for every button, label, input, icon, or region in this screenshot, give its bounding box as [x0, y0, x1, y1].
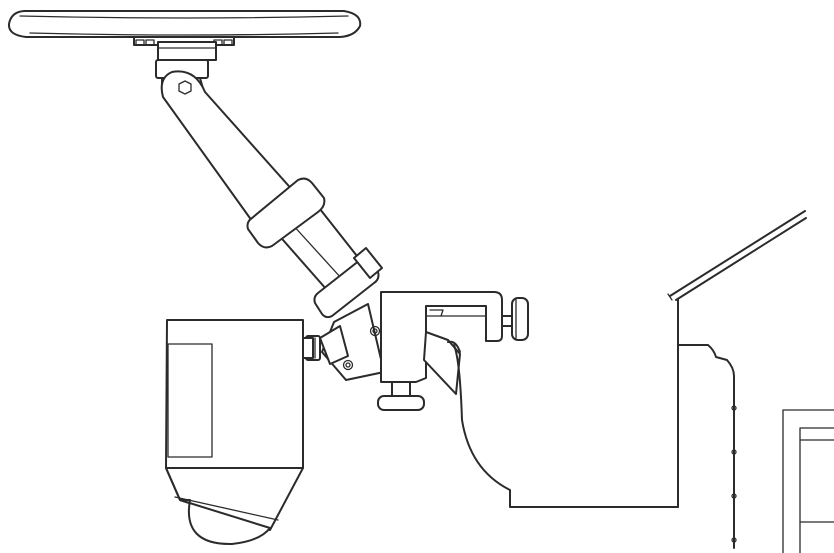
- clamp-screw-icon: [369, 325, 381, 337]
- motor-housing: [165, 319, 314, 546]
- side-frame: [782, 409, 834, 553]
- collar-upper: [246, 177, 326, 249]
- telescopic-arm: [160, 70, 369, 299]
- canopy-top: [7, 10, 362, 38]
- t-handle: [377, 381, 425, 411]
- mounting-rail: [447, 340, 679, 508]
- wall-structure: [667, 210, 807, 549]
- lower-pivot: [319, 303, 385, 381]
- screw-icon: [342, 359, 354, 371]
- thumb-screw: [501, 297, 529, 341]
- c-clamp: [369, 291, 503, 395]
- collar-lower: [313, 247, 383, 319]
- hex-bolt-icon: [178, 80, 192, 95]
- screw-icon-inner: [345, 362, 351, 368]
